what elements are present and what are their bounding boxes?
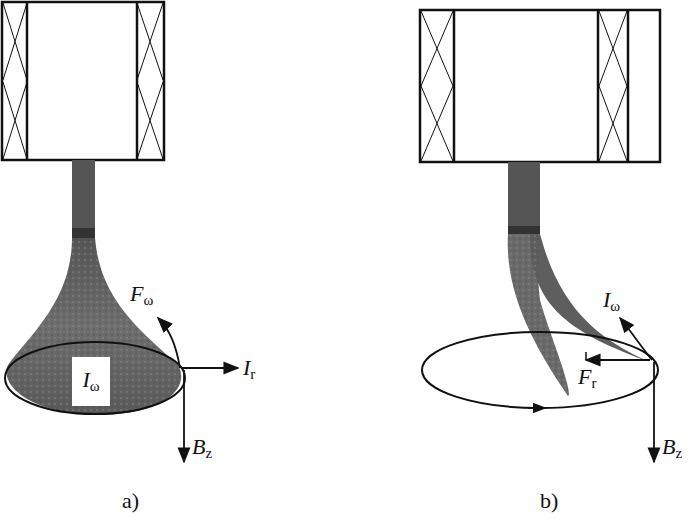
field-label: Bz (662, 436, 682, 461)
arc-a (5, 160, 185, 415)
force-label: Fr (578, 366, 596, 391)
vectors-b (586, 318, 654, 462)
panel-label: b) (540, 490, 558, 512)
force-label: Fω (130, 283, 153, 308)
vectors-a (158, 318, 238, 462)
panel-label: a) (122, 490, 139, 512)
coil-a (2, 2, 164, 160)
coil-b (420, 10, 660, 162)
current-label: Iω (603, 289, 620, 314)
field-label: Bz (192, 436, 212, 461)
current-label: Iω (82, 369, 99, 394)
inner-box: Iω (72, 357, 109, 406)
arc-b (422, 162, 658, 408)
current-label: Ir (243, 357, 255, 382)
